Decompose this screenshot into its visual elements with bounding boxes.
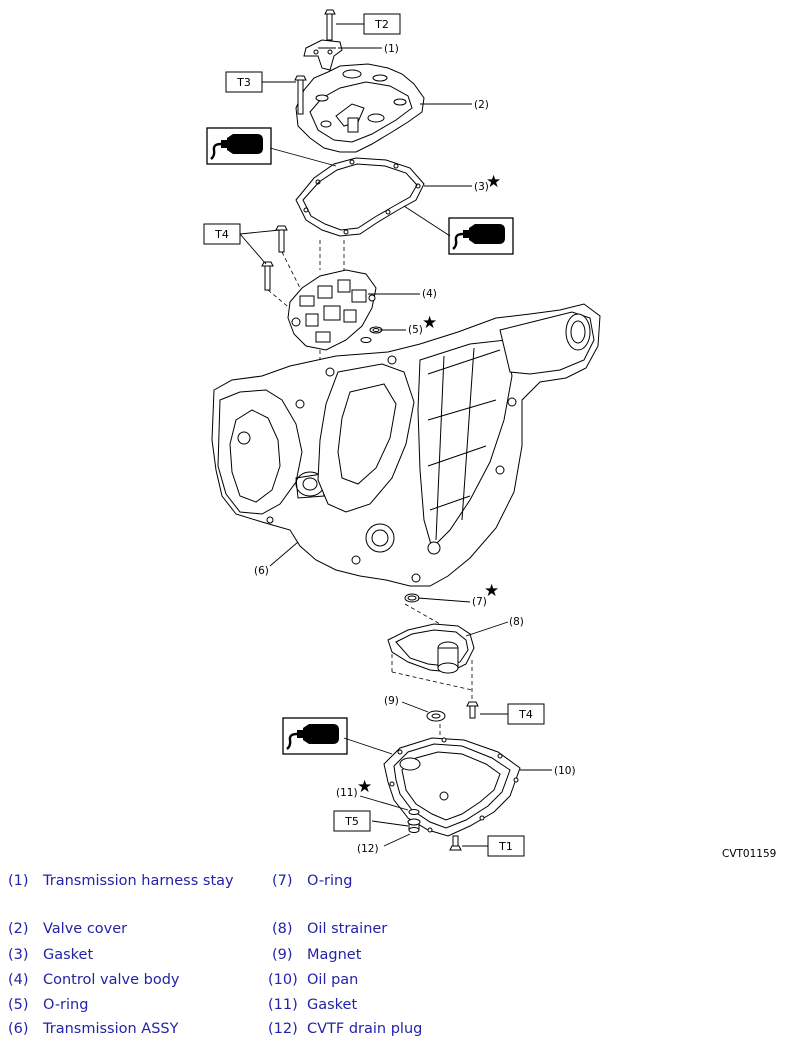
exploded-view-diagram: T2 T3 T4 T4 T5 T1 (1) (2) (3) (4) (5) (6… bbox=[203, 9, 601, 857]
legend-name: Transmission harness stay bbox=[43, 873, 234, 889]
torque-label-t5: T5 bbox=[344, 815, 359, 828]
sealant-icon bbox=[205, 126, 273, 166]
torque-label-t2: T2 bbox=[374, 18, 389, 31]
sealant-icon bbox=[447, 216, 515, 256]
legend-name: Gasket bbox=[43, 947, 94, 963]
legend-name: Transmission ASSY bbox=[43, 1021, 179, 1037]
legend-number: (9) bbox=[272, 947, 293, 963]
valve-body-bolts bbox=[261, 225, 288, 291]
callout-7: (7) bbox=[472, 596, 487, 608]
legend-number: (11) bbox=[268, 997, 298, 1013]
legend-number: (3) bbox=[8, 947, 29, 963]
legend-number: (10) bbox=[268, 972, 298, 988]
callout-11: (11) bbox=[336, 787, 358, 799]
magnet bbox=[426, 710, 446, 722]
legend-item: (12) CVTF drain plug bbox=[268, 1018, 422, 1040]
legend-item: (9) Magnet bbox=[272, 944, 361, 966]
legend-number: (6) bbox=[8, 1021, 29, 1037]
legend-name: Oil strainer bbox=[307, 921, 388, 937]
legend-name: Valve cover bbox=[43, 921, 128, 937]
legend-name: Gasket bbox=[307, 997, 358, 1013]
legend-item: (10) Oil pan bbox=[268, 969, 358, 991]
strainer-bolt bbox=[466, 701, 479, 719]
legend-number: (7) bbox=[272, 873, 293, 889]
callout-3: (3) bbox=[474, 181, 489, 193]
legend-number: (8) bbox=[272, 921, 293, 937]
harness-stay bbox=[303, 9, 343, 71]
legend-item: (6) Transmission ASSY bbox=[8, 1018, 178, 1040]
torque-label-t1: T1 bbox=[498, 840, 513, 853]
legend-name: CVTF drain plug bbox=[307, 1021, 423, 1037]
legend-item: (4) Control valve body bbox=[8, 969, 180, 991]
o-ring-7 bbox=[404, 593, 420, 603]
transmission-assy bbox=[211, 303, 601, 587]
legend-item: (11) Gasket bbox=[268, 994, 357, 1016]
callout-5: (5) bbox=[408, 324, 423, 336]
callout-10: (10) bbox=[554, 765, 576, 777]
legend-item: (8) Oil strainer bbox=[272, 918, 387, 940]
legend-number: (1) bbox=[8, 873, 29, 889]
legend-item: (2) Valve cover bbox=[8, 918, 127, 940]
callout-8: (8) bbox=[509, 616, 524, 628]
callout-6: (6) bbox=[254, 565, 269, 577]
legend-item: (3) Gasket bbox=[8, 944, 93, 966]
legend-number: (12) bbox=[268, 1021, 298, 1037]
legend-number: (2) bbox=[8, 921, 29, 937]
legend-number: (4) bbox=[8, 972, 29, 988]
callout-2: (2) bbox=[474, 99, 489, 111]
torque-label-t3: T3 bbox=[236, 76, 251, 89]
legend-item: (1) Transmission harness stay bbox=[8, 870, 234, 892]
torque-label-t4: T4 bbox=[518, 708, 533, 721]
figure-id: CVT01159 bbox=[722, 848, 777, 860]
valve-cover bbox=[294, 63, 425, 153]
parts-legend: (1) Transmission harness stay (2) Valve … bbox=[0, 866, 785, 1047]
callout-4: (4) bbox=[422, 288, 437, 300]
callout-1: (1) bbox=[384, 43, 399, 55]
o-ring-5 bbox=[360, 326, 383, 343]
callout-9: (9) bbox=[384, 695, 399, 707]
leader-lines bbox=[239, 23, 552, 847]
oil-strainer bbox=[387, 623, 475, 674]
replace-star: ★ bbox=[357, 777, 372, 797]
callout-12: (12) bbox=[357, 843, 379, 855]
legend-name: Magnet bbox=[307, 947, 362, 963]
gasket-upper bbox=[295, 157, 425, 237]
legend-item: (5) O-ring bbox=[8, 994, 88, 1016]
sealant-icon bbox=[281, 716, 349, 756]
control-valve-body bbox=[287, 269, 377, 351]
torque-label-boxes bbox=[203, 13, 545, 857]
replace-star: ★ bbox=[486, 172, 501, 192]
replace-star: ★ bbox=[484, 581, 499, 601]
legend-name: Control valve body bbox=[43, 972, 180, 988]
legend-name: Oil pan bbox=[307, 972, 359, 988]
replace-star: ★ bbox=[422, 313, 437, 333]
legend-name: O-ring bbox=[43, 997, 89, 1013]
oil-pan bbox=[383, 737, 521, 837]
legend-item: (7) O-ring bbox=[272, 870, 352, 892]
legend-name: O-ring bbox=[307, 873, 353, 889]
torque-label-t4: T4 bbox=[214, 228, 229, 241]
legend-number: (5) bbox=[8, 997, 29, 1013]
drain-plug-parts bbox=[407, 809, 462, 851]
